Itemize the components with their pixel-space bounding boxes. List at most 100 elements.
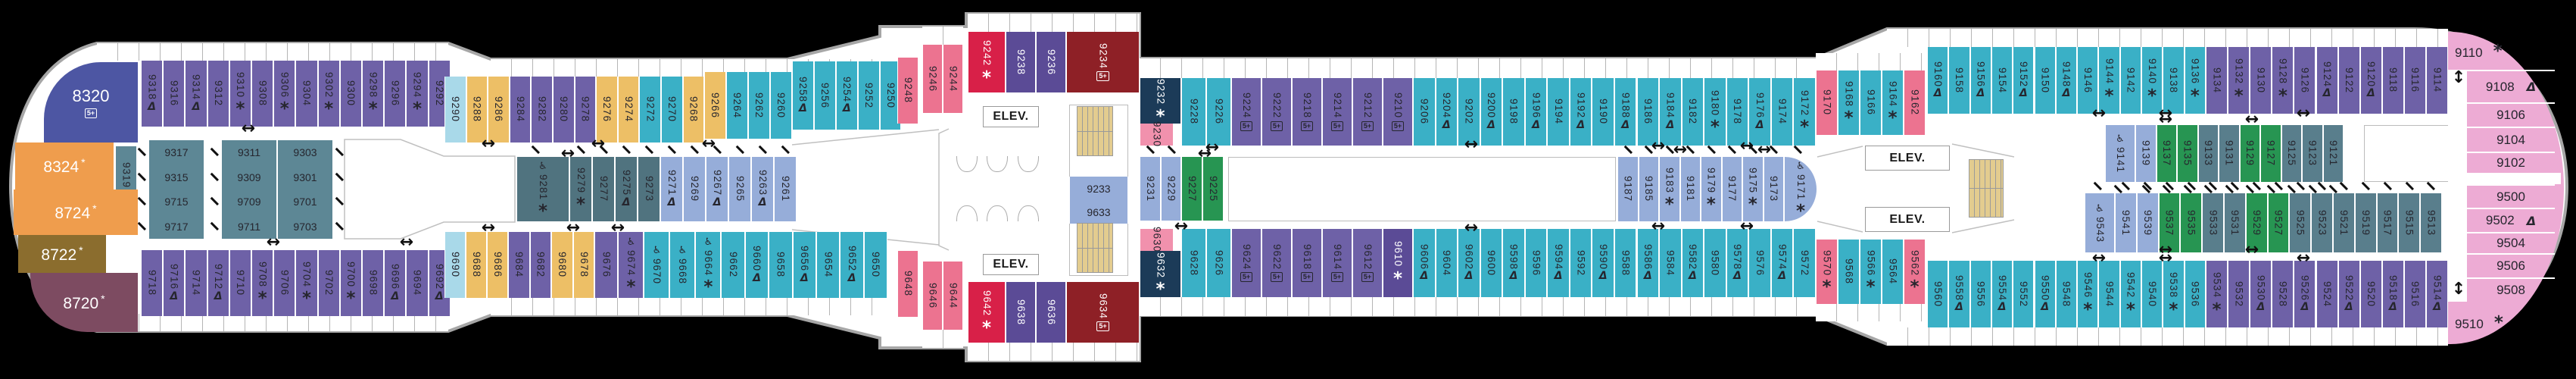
cabin-9517[interactable]: 9517 xyxy=(2376,181,2399,252)
cabin-9272[interactable]: 9272 xyxy=(639,77,661,143)
cabin-9290[interactable]: 9290 xyxy=(444,77,466,143)
cabin-9230[interactable]: 9230 xyxy=(1140,121,1174,148)
cabin-9135[interactable]: 9135 xyxy=(2177,125,2198,194)
cabin-9185[interactable]: 9185 xyxy=(1638,145,1659,221)
cabin-9116[interactable]: 9116 xyxy=(2403,47,2426,114)
cabin-9588[interactable]: 9588 xyxy=(1614,229,1637,297)
cabin-9262[interactable]: 9262 xyxy=(747,72,770,139)
cabin-9686[interactable]: 9686 xyxy=(487,232,508,298)
cabin-9181[interactable]: 9181 xyxy=(1679,145,1701,221)
cabin-9158[interactable]: 9158 xyxy=(1948,47,1970,114)
cabin-9688[interactable]: 9688 xyxy=(466,232,487,298)
cabin-9648[interactable]: 9648 xyxy=(897,251,918,317)
cabin-9633[interactable]: 9633 xyxy=(1069,200,1128,224)
cabin-9122[interactable]: 9122 xyxy=(2337,47,2360,114)
cabin-9298[interactable]: 9298* xyxy=(362,61,385,127)
cabin-9560[interactable]: 9560 xyxy=(1927,261,1949,327)
cabin-9244[interactable]: 9244 xyxy=(943,45,963,113)
cabin-9540[interactable]: 9540 xyxy=(2141,261,2163,327)
cabin-9717[interactable]: 9717 xyxy=(137,214,204,239)
cabin-9658[interactable]: 9658 xyxy=(769,232,793,298)
cabin-9694[interactable]: 9694 xyxy=(406,250,429,316)
cabin-9137[interactable]: 9137 xyxy=(2156,125,2177,194)
cabin-9264[interactable]: 9264 xyxy=(725,72,748,139)
cabin-9114[interactable]: 9114 xyxy=(2426,47,2449,114)
cabin-9584[interactable]: 9584 xyxy=(1659,229,1682,297)
cabin-9304[interactable]: 9304 xyxy=(295,61,318,127)
cabin-9535[interactable]: 9535 xyxy=(2180,181,2203,252)
cabin-9140[interactable]: 9140* xyxy=(2141,47,2163,114)
cabin-9174[interactable]: 9174 xyxy=(1770,78,1794,146)
cabin-9682[interactable]: 9682 xyxy=(529,232,552,298)
cabin-9600[interactable]: 9600 xyxy=(1480,229,1503,297)
cabin-9508[interactable]: 9508 xyxy=(2467,277,2555,302)
cabin-9133[interactable]: 9133 xyxy=(2197,125,2219,194)
cabin-9646[interactable]: 9646 xyxy=(922,262,943,330)
cabin-9266[interactable]: 9266 xyxy=(704,72,726,139)
cabin-9702[interactable]: 9702 xyxy=(317,250,340,316)
cabin-9296[interactable]: 9296 xyxy=(384,61,407,127)
cabin-9170[interactable]: 9170 xyxy=(1816,70,1838,135)
cabin-9121[interactable]: 9121 xyxy=(2322,125,2344,194)
cabin-9678[interactable]: 9678 xyxy=(572,232,595,298)
cabin-9172[interactable]: 9172* xyxy=(1793,78,1816,146)
cabin-9118[interactable]: 9118 xyxy=(2381,47,2404,114)
cabin-9127[interactable]: 9127 xyxy=(2260,125,2281,194)
cabin-9282[interactable]: 9282 xyxy=(531,77,553,143)
cabin-9700[interactable]: 9700* xyxy=(339,250,362,316)
cabin-9102[interactable]: 9102 xyxy=(2467,152,2555,173)
cabin-9228[interactable]: 9228 xyxy=(1181,78,1206,146)
cabin-9194[interactable]: 9194 xyxy=(1547,78,1570,146)
cabin-9162[interactable]: 9162 xyxy=(1904,70,1926,135)
cabin-9596[interactable]: 9596 xyxy=(1524,229,1548,297)
cabin-9309[interactable]: 9309 xyxy=(210,164,277,190)
cabin-9638[interactable]: 9638 xyxy=(1006,282,1036,343)
cabin-9664[interactable]: ♿9664* xyxy=(695,232,722,298)
cabin-9178[interactable]: 9178 xyxy=(1726,78,1749,146)
cabin-9175[interactable]: 9175* xyxy=(1742,145,1764,221)
cabin-9710[interactable]: 9710 xyxy=(229,250,251,316)
cabin-9164[interactable]: 9164* xyxy=(1882,70,1904,135)
cabin-9128[interactable]: 9128* xyxy=(2272,47,2294,114)
cabin-9141[interactable]: ♿9141 xyxy=(2105,125,2135,194)
cabin-9134[interactable]: 9134 xyxy=(2206,47,2228,114)
cabin-9650[interactable]: 9650 xyxy=(863,232,888,298)
cabin-9703[interactable]: 9703 xyxy=(277,214,345,239)
cabin-9525[interactable]: 9525 xyxy=(2289,181,2312,252)
cabin-9300[interactable]: 9300 xyxy=(339,61,362,127)
cabin-9632[interactable]: 9632* xyxy=(1140,251,1181,299)
cabin-9286[interactable]: 9286 xyxy=(488,77,510,143)
cabin-9280[interactable]: 9280 xyxy=(553,77,575,143)
cabin-9183[interactable]: 9183* xyxy=(1659,145,1680,221)
cabin-9106[interactable]: 9106 xyxy=(2467,102,2555,127)
cabin-9131[interactable]: 9131 xyxy=(2219,125,2240,194)
